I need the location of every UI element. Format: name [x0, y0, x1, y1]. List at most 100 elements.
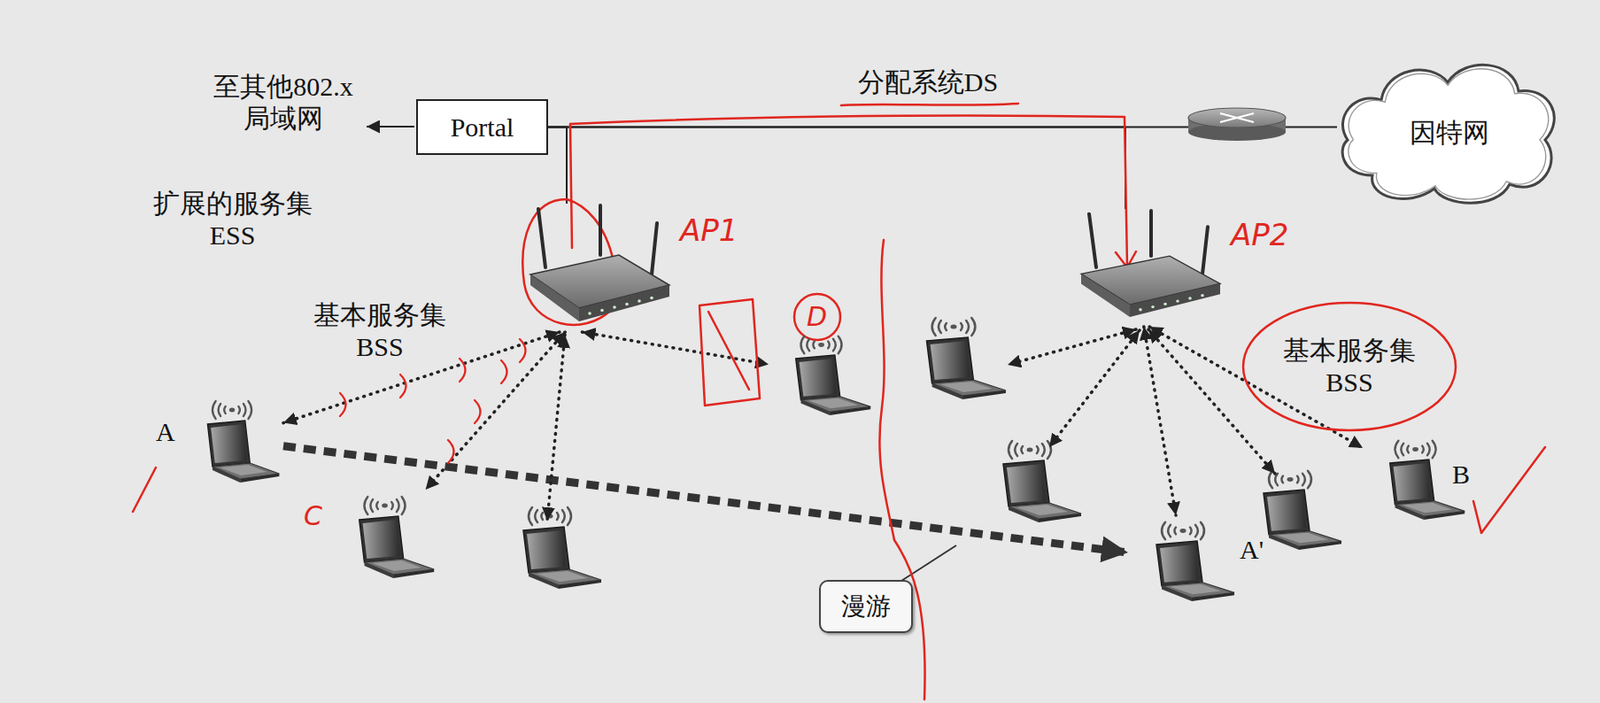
diagram-label: 至其他802.x 局域网	[199, 70, 368, 135]
bss-outline	[123, 271, 877, 591]
access-point-shape	[1076, 208, 1225, 327]
wifi-wave	[1042, 443, 1045, 457]
wifi-wave	[562, 510, 565, 523]
node-label: 因特网	[1409, 116, 1490, 149]
laptop-edge	[1298, 541, 1342, 550]
wifi-wave	[827, 341, 830, 349]
wifi-wave	[1190, 527, 1192, 535]
laptop-screen	[1003, 460, 1050, 507]
leader-line	[901, 545, 957, 581]
wifi-wave	[567, 507, 572, 526]
ap-led	[1200, 293, 1205, 297]
red-annotation	[519, 339, 526, 363]
laptop-edge	[1268, 534, 1299, 550]
wifi-wave	[1008, 440, 1013, 459]
wifi-wave	[528, 507, 533, 526]
color-bar	[654, 1, 731, 11]
ap-led	[1163, 302, 1168, 306]
color-bar	[741, 1, 818, 11]
laptop-edge	[558, 579, 602, 589]
laptop-edge	[212, 466, 240, 483]
red-annotation	[474, 400, 481, 424]
wifi-wave	[1427, 443, 1430, 457]
node-label: Portal	[450, 111, 515, 144]
ap-led	[587, 311, 592, 316]
wifi-wave	[932, 317, 936, 336]
wifi-wave	[1275, 473, 1278, 487]
wifi-wave	[1161, 522, 1166, 540]
wifi-wave	[833, 339, 836, 352]
antenna	[1089, 214, 1097, 269]
laptop-edge	[800, 400, 830, 416]
laptop-shape	[768, 329, 875, 418]
laptop-edge	[393, 569, 434, 579]
wifi-wave	[401, 496, 406, 515]
bss-outline	[869, 292, 1531, 591]
laptop-icon	[1263, 471, 1342, 550]
wifi-wave	[812, 341, 815, 349]
cloud-outline	[1342, 64, 1554, 203]
wifi-wave	[966, 320, 969, 333]
text-holder: 至其他802.x 局域网	[199, 70, 368, 135]
access-point-shape	[525, 203, 674, 333]
lan-arrow	[366, 125, 415, 128]
wifi-wave	[1268, 471, 1273, 488]
ap-side	[530, 274, 580, 322]
player-icon	[1560, 630, 1600, 691]
wifi-wave	[1020, 446, 1023, 454]
wifi-wave	[1174, 527, 1176, 535]
wifi-wave	[800, 336, 804, 354]
wifi-dot	[1027, 448, 1034, 453]
wifi-wave	[1302, 473, 1306, 487]
wifi-wave	[534, 510, 538, 523]
wifi-dot	[1412, 447, 1419, 452]
ap-led	[600, 309, 604, 313]
router-arrow	[1220, 113, 1254, 123]
wifi-wave	[396, 499, 400, 512]
wifi-wave	[376, 502, 379, 510]
handwritten-label: AP1	[680, 212, 738, 249]
ap-side	[1081, 273, 1130, 317]
connector	[548, 127, 567, 205]
wifi-wave	[1432, 440, 1437, 458]
wifi-dot	[818, 342, 825, 348]
ap-led	[1188, 296, 1192, 300]
wireless-link	[1049, 330, 1140, 448]
text-holder: 扩展的服务集 ESS	[141, 187, 324, 252]
laptop-screen	[207, 420, 250, 467]
access-point: AP1	[525, 203, 674, 333]
wifi-wave	[1400, 443, 1404, 457]
node-label: A'	[1239, 533, 1264, 566]
wifi-wave	[1195, 525, 1199, 538]
wireless-link	[1148, 329, 1276, 474]
laptop-edge	[932, 383, 964, 400]
node-label: 漫游	[841, 591, 891, 622]
node-label: B	[1452, 458, 1470, 491]
ap-led	[1175, 299, 1180, 302]
wifi-wave	[1167, 525, 1171, 538]
laptop-display	[526, 530, 566, 570]
portal-box: Portal	[416, 99, 549, 155]
text-holder: D	[806, 301, 828, 333]
ess-region: 扩展的服务集 ESSAP1AP2基本服务集 BSSADC基本服务集 BSSA'B…	[96, 168, 1541, 649]
wifi-wave	[838, 336, 843, 354]
ap-led	[649, 296, 654, 301]
laptop-edge	[363, 562, 394, 579]
wifi-wave	[944, 323, 947, 331]
wifi-wave	[971, 317, 975, 336]
antenna	[598, 205, 603, 256]
text-holder: Portal	[417, 100, 547, 154]
laptop-icon	[927, 317, 1006, 400]
red-annotation	[699, 299, 760, 406]
ap-led	[1151, 305, 1155, 309]
node-label: A	[155, 416, 176, 449]
text-holder: 基本服务集 BSS	[1274, 334, 1425, 399]
connector	[548, 127, 1126, 210]
laptop: B	[1362, 433, 1469, 523]
wireless-link	[547, 334, 565, 521]
wifi-dot	[229, 408, 235, 413]
wifi-dot	[950, 324, 957, 330]
red-annotation	[794, 293, 841, 341]
laptop: A'	[1128, 515, 1239, 604]
connector	[581, 332, 769, 365]
